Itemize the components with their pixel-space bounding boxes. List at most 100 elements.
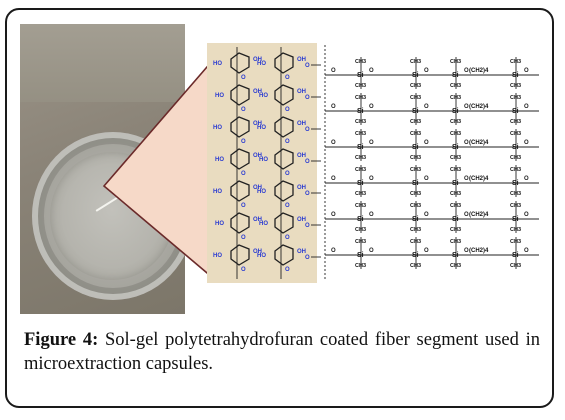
oxygen-label: O [331, 248, 336, 254]
caption-text: Sol-gel polytetrahydrofuran coated fiber… [24, 330, 540, 374]
ether-oxygen-label: O [285, 107, 290, 113]
oxygen-label: O [369, 140, 374, 146]
methyl-label: CH3 [450, 59, 461, 65]
chemical-structure-diagram: HOOHOHOOHOHOOHOHOOHOHOOHOHOOHOHOOHOHOOHO… [207, 43, 539, 283]
glucose-ring [274, 212, 294, 234]
methyl-label: CH3 [510, 239, 521, 245]
silicon-label: Si [357, 252, 364, 259]
oxygen-label: O [464, 68, 469, 74]
ether-oxygen-label: O [285, 267, 290, 273]
oxygen-label: O [424, 212, 429, 218]
glucose-ring [274, 180, 294, 202]
oxygen-label: O [464, 176, 469, 182]
methyl-label: CH3 [510, 131, 521, 137]
methyl-label: CH3 [510, 191, 521, 197]
glucose-ring [230, 52, 250, 74]
hydroxyl-label: HO [257, 189, 266, 195]
hydroxyl-label: OH [253, 185, 262, 191]
oxygen-label: O [424, 176, 429, 182]
oxygen-label: O [424, 248, 429, 254]
oxygen-label: O [424, 104, 429, 110]
glucose-ring [274, 244, 294, 266]
methyl-label: CH3 [510, 59, 521, 65]
methyl-label: CH3 [355, 167, 366, 173]
hydroxyl-label: OH [297, 185, 306, 191]
glucose-ring [274, 116, 294, 138]
hydroxyl-label: HO [257, 253, 266, 259]
glucose-ring [230, 244, 250, 266]
linking-oxygen-label: O [305, 159, 310, 165]
silicon-label: Si [357, 108, 364, 115]
hydroxyl-label: HO [213, 125, 222, 131]
ether-oxygen-label: O [285, 139, 290, 145]
hydroxyl-label: OH [297, 89, 306, 95]
oxygen-label: O [524, 68, 529, 74]
oxygen-label: O [464, 248, 469, 254]
oxygen-label: O [524, 104, 529, 110]
methyl-label: CH3 [450, 119, 461, 125]
hydroxyl-label: HO [215, 221, 224, 227]
oxygen-label: O [369, 248, 374, 254]
oxygen-label: O [424, 140, 429, 146]
hydroxyl-label: HO [213, 189, 222, 195]
ether-oxygen-label: O [241, 235, 246, 241]
linking-oxygen-label: O [305, 191, 310, 197]
glucose-ring [230, 84, 250, 106]
glucose-ring [230, 148, 250, 170]
ether-oxygen-label: O [285, 235, 290, 241]
silicon-label: Si [452, 72, 459, 79]
methyl-label: CH3 [410, 263, 421, 269]
ether-oxygen-label: O [285, 203, 290, 209]
silicon-label: Si [512, 252, 519, 259]
silicon-label: Si [512, 144, 519, 151]
photo-background-wall [20, 24, 185, 102]
silicon-label: Si [412, 72, 419, 79]
ether-oxygen-label: O [241, 171, 246, 177]
methyl-label: CH3 [450, 203, 461, 209]
hydroxyl-label: HO [215, 157, 224, 163]
silicon-label: Si [452, 144, 459, 151]
oxygen-label: O [464, 140, 469, 146]
silicon-label: Si [452, 252, 459, 259]
glucose-ring [230, 116, 250, 138]
hydroxyl-label: OH [297, 153, 306, 159]
hydroxyl-label: HO [215, 93, 224, 99]
hydroxyl-label: OH [253, 121, 262, 127]
linking-oxygen-label: O [305, 95, 310, 101]
hydroxyl-label: OH [253, 249, 262, 255]
silicon-label: Si [512, 108, 519, 115]
hydroxyl-label: OH [297, 249, 306, 255]
hydroxyl-label: HO [259, 93, 268, 99]
hydroxyl-label: HO [257, 125, 266, 131]
methyl-label: CH3 [355, 227, 366, 233]
ether-oxygen-label: O [241, 267, 246, 273]
oxygen-label: O [524, 140, 529, 146]
silicon-label: Si [357, 72, 364, 79]
methylene-group-label: (CH2)4 [469, 212, 489, 218]
methyl-label: CH3 [410, 227, 421, 233]
hydroxyl-label: OH [253, 153, 262, 159]
hydroxyl-label: HO [213, 61, 222, 67]
hydroxyl-label: OH [253, 89, 262, 95]
ether-oxygen-label: O [241, 139, 246, 145]
methyl-label: CH3 [410, 167, 421, 173]
oxygen-label: O [524, 176, 529, 182]
oxygen-label: O [369, 68, 374, 74]
oxygen-label: O [331, 140, 336, 146]
linking-oxygen-label: O [305, 63, 310, 69]
glucose-ring [230, 180, 250, 202]
oxygen-label: O [524, 212, 529, 218]
methyl-label: CH3 [510, 119, 521, 125]
silicon-label: Si [357, 180, 364, 187]
methyl-label: CH3 [355, 203, 366, 209]
hydroxyl-label: HO [213, 253, 222, 259]
methyl-label: CH3 [410, 95, 421, 101]
methyl-label: CH3 [410, 191, 421, 197]
linking-oxygen-label: O [305, 223, 310, 229]
methyl-label: CH3 [355, 119, 366, 125]
silicon-label: Si [512, 216, 519, 223]
ether-oxygen-label: O [241, 75, 246, 81]
hydroxyl-label: OH [297, 57, 306, 63]
methyl-label: CH3 [450, 167, 461, 173]
methyl-label: CH3 [355, 131, 366, 137]
